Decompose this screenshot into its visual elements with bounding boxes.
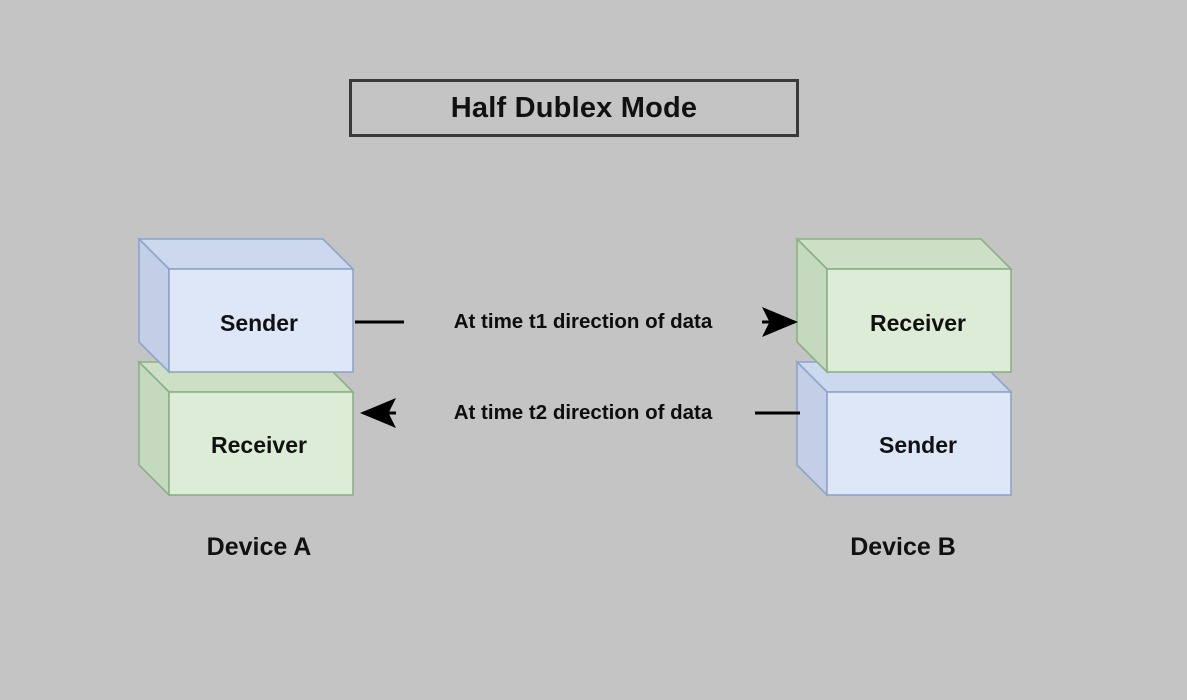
diagram-title-box: Half Dublex Mode — [349, 79, 799, 137]
block-front-face — [168, 268, 354, 373]
block-device-a-receiver[interactable] — [137, 360, 355, 497]
device-caption-a: Device A — [206, 533, 312, 561]
block-device-b-sender[interactable] — [795, 360, 1013, 497]
flow-label-t2: At time t2 direction of data — [453, 401, 713, 424]
device-caption-b: Device B — [850, 533, 956, 561]
block-device-a-sender[interactable] — [137, 237, 355, 374]
page-title: Half Dublex Mode — [450, 91, 698, 124]
block-device-b-receiver[interactable] — [795, 237, 1013, 374]
block-front-face — [826, 391, 1012, 496]
block-front-face — [168, 391, 354, 496]
block-top-face — [137, 238, 355, 270]
flow-label-t1: At time t1 direction of data — [453, 310, 713, 333]
block-top-face — [795, 238, 1013, 270]
block-front-face — [826, 268, 1012, 373]
